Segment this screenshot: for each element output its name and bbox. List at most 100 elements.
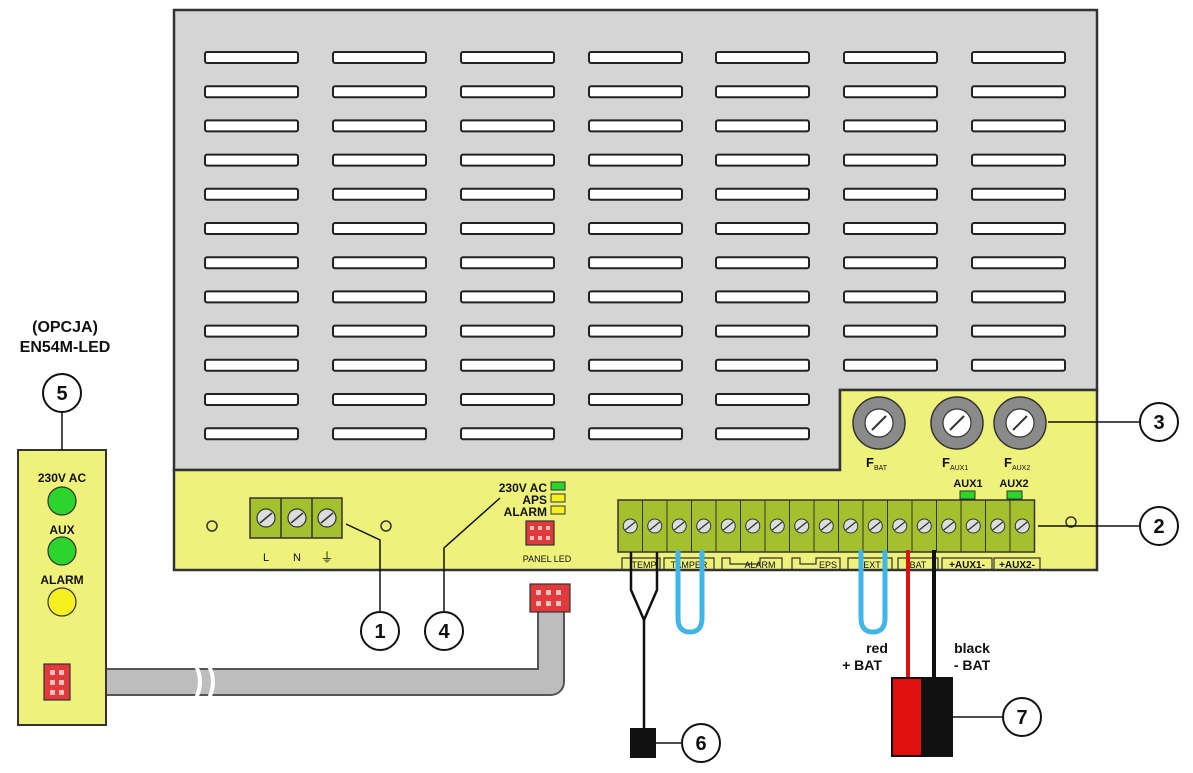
vent-slot — [460, 153, 555, 167]
vent-slot — [460, 290, 555, 304]
indicator-label-230v: 230V AC — [38, 471, 87, 485]
red-wire-sublabel: + BAT — [842, 657, 882, 673]
terminal-screw-icon — [843, 518, 859, 534]
vent-slot — [715, 187, 810, 201]
status-led-label-alarm: ALARM — [504, 505, 547, 519]
vent-slot — [460, 256, 555, 270]
group-label-aux1: +AUX1- — [949, 560, 985, 571]
indicator-label-aux: AUX — [49, 523, 74, 537]
callout-circle — [1139, 506, 1179, 546]
vent-slot — [204, 324, 299, 338]
vent-slot — [204, 51, 299, 64]
vent-slot — [588, 119, 683, 133]
vent-slot — [971, 324, 1066, 338]
mounting-hole-2 — [380, 520, 392, 532]
callout-circle — [424, 611, 464, 651]
callout-number: 7 — [1016, 707, 1027, 729]
vent-slot — [332, 358, 427, 372]
mains-terminal-earth: ⏚ — [320, 550, 333, 565]
callout-1: 1 — [360, 611, 400, 651]
vent-slot — [332, 393, 427, 406]
callout-3: 3 — [1139, 402, 1179, 442]
vent-slot — [715, 222, 810, 235]
vent-slot — [332, 222, 427, 235]
vent-slot — [588, 85, 683, 99]
callout-number: 3 — [1153, 412, 1164, 434]
mounting-hole-1 — [206, 520, 218, 532]
output-terminal-strip — [617, 499, 1036, 553]
black-wire-label: black — [954, 640, 990, 656]
callout-number: 2 — [1153, 516, 1164, 538]
status-led-label-aps: APS — [522, 493, 547, 507]
vent-slot — [588, 324, 683, 338]
group-label-temp: TEMP — [631, 560, 656, 570]
vent-slot — [715, 358, 810, 372]
terminal-screw-icon — [647, 518, 663, 534]
vent-slot — [332, 153, 427, 167]
vent-slot — [332, 290, 427, 304]
vent-slot — [204, 393, 299, 406]
vent-slot — [460, 119, 555, 133]
vent-slot — [971, 119, 1066, 133]
callout-number: 5 — [56, 383, 67, 405]
vent-slot — [843, 324, 938, 338]
group-label-tamper: TAMPER — [671, 560, 708, 570]
vent-slot — [715, 256, 810, 270]
battery-plus-plug — [891, 677, 923, 757]
aux2-led — [1006, 490, 1023, 500]
vent-slot — [204, 153, 299, 167]
group-label-ext: EXT — [863, 560, 881, 570]
option-title: (OPCJA) EN54M-LED — [10, 318, 120, 358]
vent-slot — [588, 187, 683, 201]
aux1-led-label: AUX1 — [953, 478, 982, 490]
terminal-screw-icon — [867, 518, 883, 534]
vent-slot — [332, 256, 427, 270]
vent-slot — [332, 85, 427, 99]
vent-slot — [715, 393, 810, 406]
fuse-label-aux2: FAUX2 — [1004, 455, 1030, 472]
terminal-screw-icon — [622, 518, 638, 534]
cable-connector-top — [529, 583, 571, 613]
status-led-aps — [550, 493, 566, 503]
vent-slot — [460, 51, 555, 64]
vent-slot — [588, 427, 683, 441]
vent-slot — [460, 324, 555, 338]
black-wire-sublabel: - BAT — [954, 657, 991, 673]
ext-jumper — [858, 549, 888, 635]
vent-slot — [460, 222, 555, 235]
vent-slot — [971, 85, 1066, 99]
vent-slot — [715, 427, 810, 441]
vent-slot — [204, 187, 299, 201]
terminal-screw-icon — [916, 518, 932, 534]
vent-slot — [971, 153, 1066, 167]
indicator-led-alarm — [47, 587, 77, 617]
vent-slot — [460, 85, 555, 99]
vent-slot — [971, 290, 1066, 304]
vent-slot — [204, 290, 299, 304]
vent-slot — [843, 85, 938, 99]
terminal-screw-icon — [794, 518, 810, 534]
vent-slot — [588, 358, 683, 372]
fuse-label-bat: FBAT — [866, 455, 888, 472]
battery-minus-plug — [921, 677, 953, 757]
indicator-led-aux — [47, 536, 77, 566]
callout-circle — [681, 723, 721, 763]
vent-slot — [843, 222, 938, 235]
terminal-screw-icon — [1014, 518, 1030, 534]
vent-slot — [588, 393, 683, 406]
option-line-1: (OPCJA) — [32, 319, 98, 336]
vent-slot — [588, 290, 683, 304]
terminal-screw-icon — [671, 518, 687, 534]
status-led-230v — [550, 481, 566, 491]
terminal-screw-icon — [696, 518, 712, 534]
fuse-aux1 — [930, 396, 984, 450]
mains-terminal-l: L — [263, 552, 269, 564]
vent-slot — [204, 222, 299, 235]
vent-slot — [843, 153, 938, 167]
indicator-led-230v — [47, 486, 77, 516]
callout-6: 6 — [681, 723, 721, 763]
terminal-screw-icon — [745, 518, 761, 534]
vent-slot — [460, 187, 555, 201]
mains-terminal-n: N — [293, 552, 301, 564]
